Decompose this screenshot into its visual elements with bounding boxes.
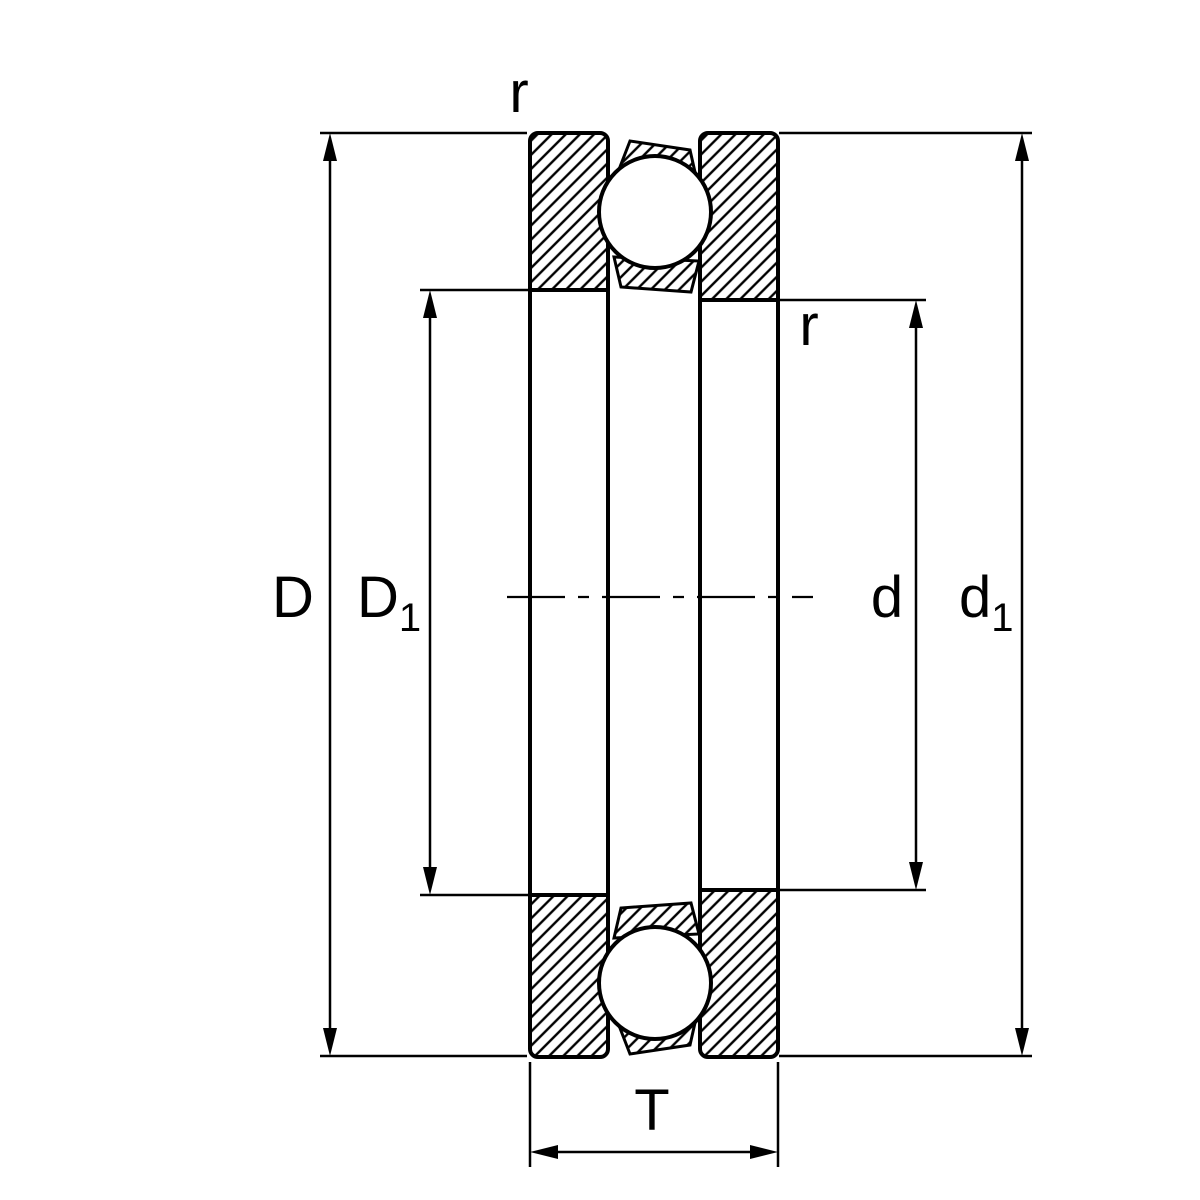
arrow-up-icon	[423, 290, 437, 318]
label-d: d	[871, 565, 903, 630]
label-r-inner: r	[799, 293, 818, 358]
arrow-down-icon	[909, 862, 923, 890]
left-washer-bottom-section-hatch	[532, 897, 606, 1055]
arrow-down-icon	[423, 867, 437, 895]
arrow-up-icon	[1015, 133, 1029, 161]
arrow-up-icon	[323, 133, 337, 161]
arrow-down-icon	[323, 1028, 337, 1056]
left-washer-top-section-hatch	[532, 135, 606, 288]
ball-bottom	[597, 925, 713, 1041]
label-D: D	[272, 565, 314, 630]
arrow-left-icon	[530, 1145, 558, 1159]
label-D1: D1	[357, 565, 421, 640]
dimension-D1: D1	[357, 288, 529, 897]
label-T: T	[634, 1078, 669, 1143]
left-washer	[528, 131, 610, 1059]
dimension-T: T	[528, 1062, 780, 1167]
label-d1: d1	[959, 565, 1014, 640]
right-washer-outline	[698, 131, 780, 1059]
right-washer	[698, 131, 780, 1059]
arrow-up-icon	[909, 300, 923, 328]
dimension-d1: d1	[779, 131, 1032, 1058]
ball-top	[597, 154, 713, 270]
arrow-right-icon	[750, 1145, 778, 1159]
arrow-down-icon	[1015, 1028, 1029, 1056]
right-washer-top-section-hatch	[702, 135, 776, 298]
left-washer-outline	[528, 131, 610, 1059]
label-r-top: r	[509, 60, 528, 125]
dimension-D: D	[272, 131, 527, 1058]
right-washer-bottom-section-hatch	[702, 892, 776, 1055]
dimension-d: d	[779, 298, 926, 892]
